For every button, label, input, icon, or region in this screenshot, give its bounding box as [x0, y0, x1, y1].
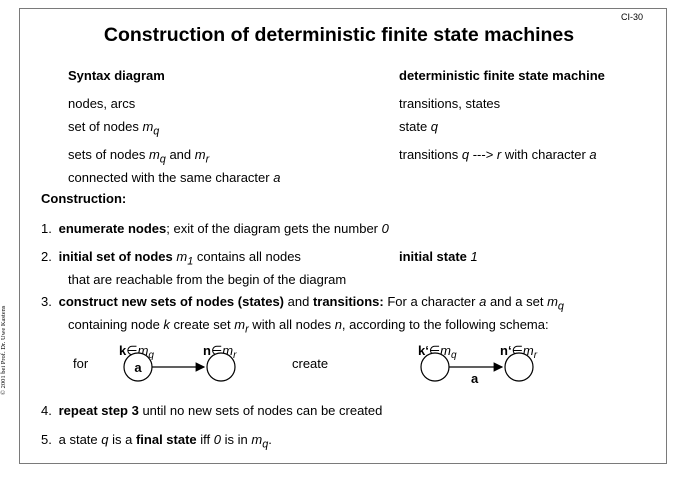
right-state-node-2: [504, 352, 534, 382]
slide-id: CI-30: [621, 12, 644, 22]
transition-schema: for create k∈mq a n∈mr k‘∈mq a n‘∈mr: [73, 343, 538, 386]
right-node2-label: n‘∈mr: [500, 343, 538, 361]
left-node1-label: k∈mq: [119, 343, 154, 361]
syntax-diagram-header: Syntax diagram: [68, 68, 165, 83]
left-node1-char: a: [134, 360, 142, 375]
create-label: create: [292, 356, 328, 371]
slide-frame: [19, 8, 667, 464]
row1-left: nodes, arcs: [68, 96, 136, 111]
right-node1-label: k‘∈mq: [418, 343, 457, 361]
right-state-node-1: [420, 352, 450, 382]
step-5: 5. a state q is a final state iff 0 is i…: [41, 432, 272, 451]
row1-right: transitions, states: [399, 96, 501, 111]
construction-heading: Construction:: [41, 191, 127, 206]
step-3: 3. construct new sets of nodes (states) …: [41, 294, 564, 336]
for-label: for: [73, 356, 89, 371]
step-2-right: initial state 1: [399, 249, 478, 264]
dfsm-header: deterministic finite state machine: [399, 68, 605, 83]
step-2: 2. initial set of nodes m1 contains all …: [41, 249, 347, 287]
step-4: 4. repeat step 3 until no new sets of no…: [41, 403, 383, 418]
left-node2-label: n∈mr: [203, 343, 237, 361]
row3-right: transitions q ---> r with character a: [399, 147, 597, 162]
page-title: Construction of deterministic finite sta…: [103, 24, 575, 46]
row2-right: state q: [399, 119, 439, 134]
row3-left: sets of nodes mq and mr connected with t…: [68, 147, 281, 185]
step-1: 1. enumerate nodes; exit of the diagram …: [41, 221, 389, 236]
right-edge-char: a: [471, 371, 479, 386]
row2-left: set of nodes mq: [68, 119, 160, 138]
left-state-node-2: [206, 352, 236, 382]
